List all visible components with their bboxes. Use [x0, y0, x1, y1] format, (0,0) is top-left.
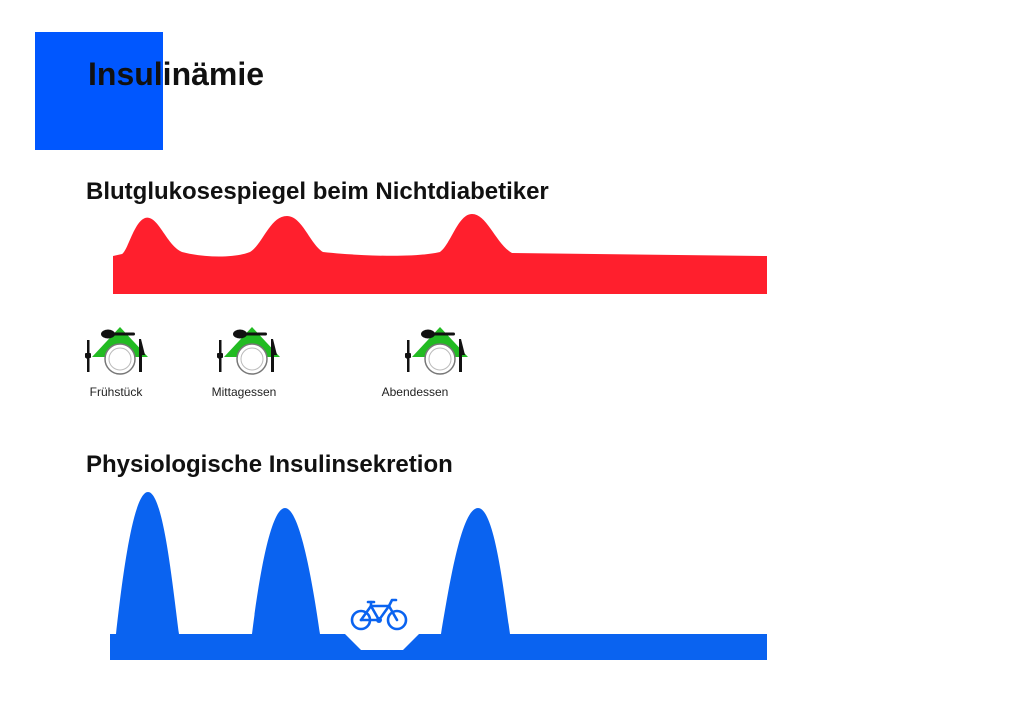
- meal-breakfast-icon: [85, 327, 148, 375]
- meal-lunch-icon: [217, 327, 280, 375]
- glucose-area: [113, 214, 767, 294]
- insulin-heading: Physiologische Insulinsekretion: [86, 451, 453, 478]
- insulin-area: [110, 492, 767, 660]
- title-accent-block: [35, 32, 163, 150]
- page-title: Insulinämie: [88, 56, 265, 92]
- meal-label-lunch: Mittagessen: [211, 385, 277, 399]
- bicycle-icon: [350, 598, 408, 631]
- glucose-heading: Blutglukosespiegel beim Nichtdiabetiker: [86, 178, 549, 205]
- meal-dinner-icon: [405, 327, 468, 375]
- meal-label-breakfast: Frühstück: [89, 385, 143, 399]
- meal-label-dinner: Abendessen: [381, 385, 449, 399]
